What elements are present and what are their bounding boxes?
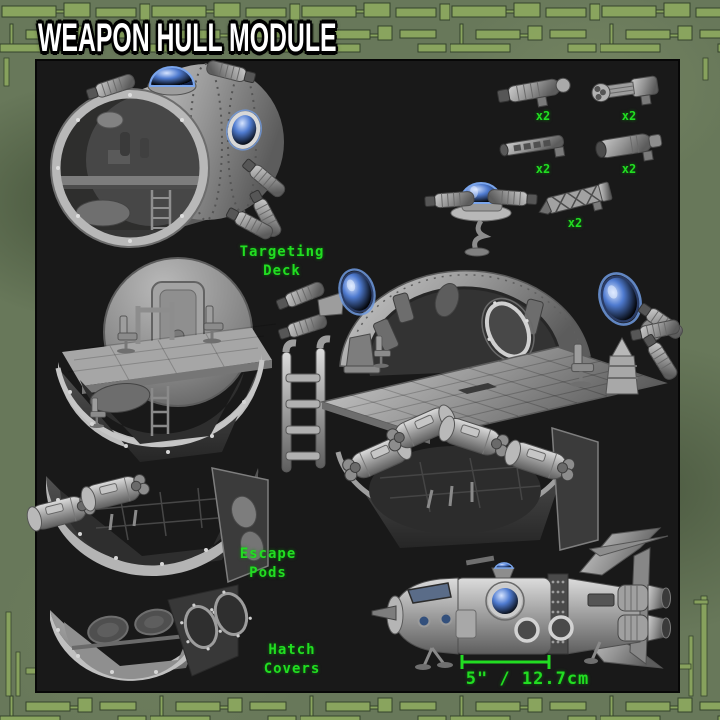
qty-badge-vented-cannon: x2 <box>535 162 551 176</box>
dimension-label: 5" / 12.7cm <box>465 669 590 689</box>
hatch-covers-render <box>50 584 252 681</box>
weapon-round-nose-cannon-render <box>595 133 663 162</box>
weapon-ribbed-cannon-render <box>496 77 571 108</box>
dimension-line <box>460 655 551 669</box>
escape-pods-render <box>24 467 269 584</box>
qty-badge-lattice-cannon: x2 <box>567 216 583 230</box>
qty-badge-gatling-gun: x2 <box>621 109 637 123</box>
targeting-deck-render <box>55 257 277 462</box>
weapon-lattice-cannon-render <box>538 181 613 215</box>
cone-part-render <box>605 336 639 395</box>
qty-badge-round-nose-cannon: x2 <box>621 162 637 176</box>
escape-pods-label: Escape Pods <box>239 546 297 581</box>
dome-turret-render <box>424 182 538 257</box>
hatch-covers-label: Hatch Covers <box>263 642 321 677</box>
rocket-render <box>371 527 671 670</box>
escape-pod-cluster-render <box>335 401 599 551</box>
weapon-gatling-gun-render <box>591 75 659 106</box>
page-title: WEAPON HULL MODULE <box>38 16 337 60</box>
qty-badge-ribbed-cannon: x2 <box>535 109 551 123</box>
targeting-deck-label: Targeting Deck <box>239 244 325 279</box>
gun-cluster-render <box>629 300 686 383</box>
loose-gun-parts-render <box>274 280 345 342</box>
assembled-hull-render <box>50 59 288 248</box>
weapon-vented-cannon-render <box>499 134 566 158</box>
